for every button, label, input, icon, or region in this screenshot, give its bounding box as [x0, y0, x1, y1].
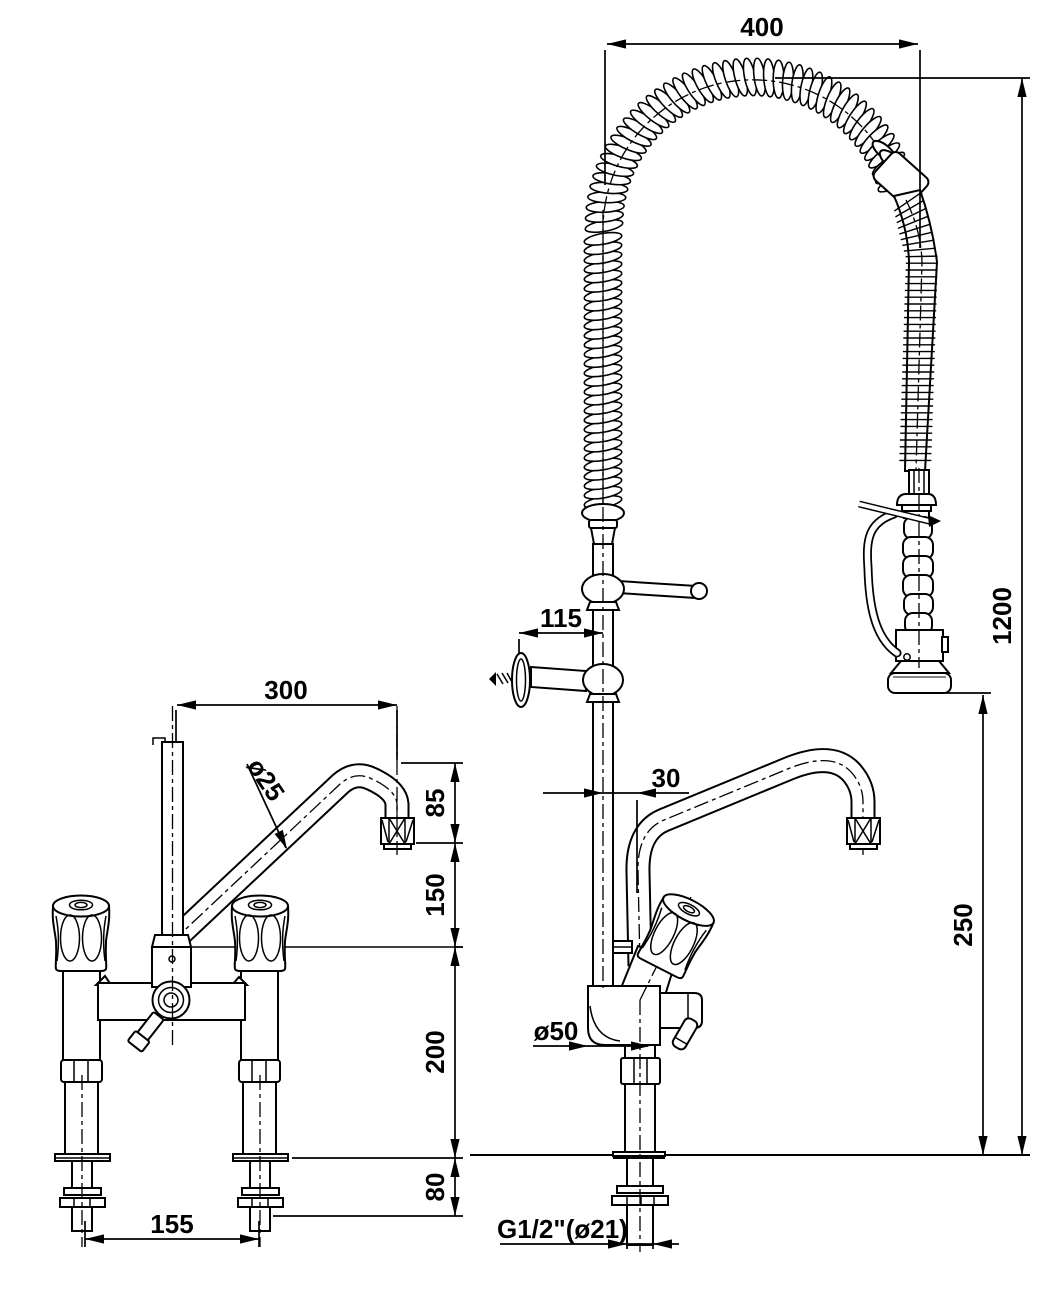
- spout-aerator: [846, 817, 881, 850]
- dim-inlet-thread-label: G1/2"(ø21): [497, 1214, 628, 1244]
- pipe-break-mark: [152, 737, 166, 745]
- addon-spout: [625, 748, 881, 967]
- deck-flange: [612, 1151, 666, 1157]
- right-handle-knob: [230, 894, 290, 972]
- mounting-legs: [54, 1059, 289, 1232]
- body-housing: [587, 985, 661, 1046]
- dim-spout-offset-label: 30: [652, 763, 681, 793]
- faucet-body: [587, 896, 703, 1252]
- hose-hanger-arm: [581, 573, 708, 611]
- faucet-body: [62, 934, 279, 1063]
- dim-spout-reach-label: 300: [264, 675, 307, 705]
- trigger-lever: [858, 500, 941, 658]
- left-handle-knob: [51, 894, 111, 972]
- bracket-screw: [489, 672, 496, 686]
- spout-aerator: [380, 817, 415, 850]
- outlet-lever: [671, 1017, 699, 1051]
- dim-spout-height-label: 150: [420, 873, 450, 916]
- ribbed-hose: [892, 188, 939, 472]
- dim-spout-diameter-label: ø25: [241, 753, 291, 807]
- hose-centerline: [602, 79, 898, 508]
- dim-body-diameter-label: ø50: [534, 1016, 579, 1046]
- dim-body-height-label: 200: [420, 1030, 450, 1073]
- dim-shank-length-label: 80: [420, 1173, 450, 1202]
- dimensions: 400 1200 250 115 30 ø50: [84, 12, 1030, 1249]
- dim-hose-width-label: 400: [740, 12, 783, 42]
- dim-inlet-spacing-label: 155: [150, 1209, 193, 1239]
- spring-hose: [583, 57, 914, 510]
- swing-spout: [163, 763, 415, 952]
- wall-bracket: [489, 652, 624, 708]
- spout-holder: [151, 946, 192, 988]
- dim-spout-drop-label: 85: [420, 789, 450, 818]
- left-view-mixer-faucet: [51, 706, 463, 1247]
- joint-lever: [127, 1011, 165, 1053]
- right-view-pre-rinse-unit: [470, 57, 1030, 1252]
- dim-overall-height-label: 1200: [987, 587, 1017, 645]
- dim-outlet-height-label: 250: [948, 903, 978, 946]
- dim-bracket-offset-label: 115: [540, 603, 582, 633]
- spray-gun: [858, 468, 952, 694]
